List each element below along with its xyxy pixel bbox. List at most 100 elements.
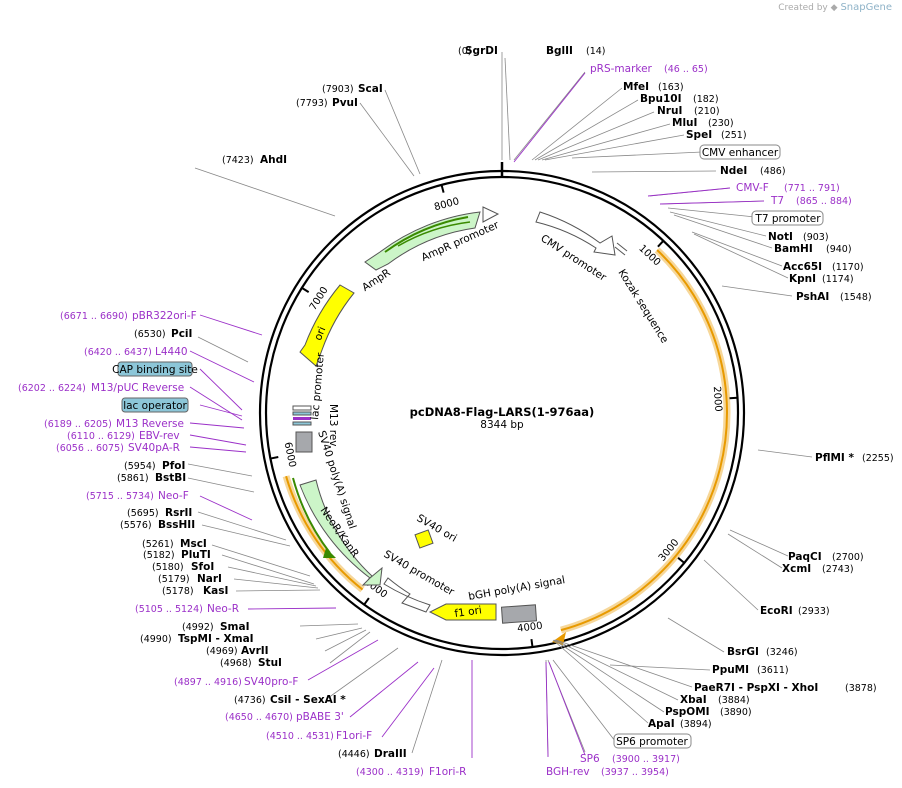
svg-text:CAP binding site: CAP binding site bbox=[112, 364, 198, 376]
tick-mark bbox=[270, 456, 279, 460]
lac-operator-mark bbox=[292, 411, 312, 416]
enz-scai: ScaI bbox=[358, 83, 383, 95]
enz-pos: (4736) bbox=[234, 695, 266, 706]
primer-sp6: SP6 bbox=[580, 753, 600, 765]
primer-pos: (865 .. 884) bbox=[796, 196, 852, 207]
boxed-cmv-enhancer: CMV enhancer bbox=[699, 144, 781, 160]
enz-pos: (6530) bbox=[134, 329, 166, 340]
tick-mark bbox=[440, 184, 445, 193]
enz-pos: (0) bbox=[458, 46, 471, 57]
sv40-polya-box bbox=[295, 431, 313, 453]
enz-pos: (3890) bbox=[720, 707, 752, 718]
enz-bsrgi: BsrGI bbox=[727, 646, 759, 658]
enz-pos: (4992) bbox=[182, 622, 214, 633]
primer-pos: (6110 .. 6129) bbox=[67, 431, 135, 442]
enz-pos: (4969) bbox=[206, 646, 238, 657]
primer-pos: (4300 .. 4319) bbox=[356, 767, 424, 778]
primer-prs-marker: pRS-marker bbox=[590, 63, 653, 75]
ampr-green-inner bbox=[397, 221, 471, 247]
enz-mlui: MluI bbox=[672, 117, 697, 129]
enz-pos: (2743) bbox=[822, 564, 854, 575]
enz-pos: (5179) bbox=[158, 574, 190, 585]
enz-pos: (7903) bbox=[322, 84, 354, 95]
snapgene-logo-icon: ◆ bbox=[830, 3, 838, 13]
primer-sv40pro-f: SV40pro-F bbox=[244, 676, 298, 688]
enz-pspomi: PspOMI bbox=[665, 706, 710, 718]
primer-labels: pRS-marker (46 .. 65) CMV-F (771 .. 791)… bbox=[18, 63, 852, 778]
tick-label: 6000 bbox=[282, 441, 298, 468]
enz-pos: (3884) bbox=[718, 695, 750, 706]
primer-pos: (6420 .. 6437) bbox=[84, 347, 152, 358]
primer-sv40pa-r: SV40pA-R bbox=[128, 442, 180, 454]
enz-acc65i: Acc65I bbox=[783, 261, 822, 273]
enz-pos: (3878) bbox=[845, 683, 877, 694]
primer-bgh-rev: BGH-rev bbox=[546, 766, 590, 778]
ori-feature bbox=[299, 284, 355, 367]
enz-xbai: XbaI bbox=[680, 694, 707, 706]
tick-mark bbox=[363, 597, 370, 606]
label-sv40-promoter: SV40 promoter bbox=[382, 548, 457, 598]
enz-kpni: KpnI bbox=[789, 273, 816, 285]
primer-pos: (5105 .. 5124) bbox=[135, 604, 203, 615]
kozak-mark bbox=[614, 246, 626, 256]
neor-feature bbox=[299, 479, 383, 586]
m13-rev-mark bbox=[293, 417, 311, 420]
primer-neo-f: Neo-F bbox=[158, 490, 189, 502]
ampr-green-line bbox=[384, 216, 469, 253]
primer-pos: (6056 .. 6075) bbox=[56, 443, 124, 454]
svg-text:SP6 promoter: SP6 promoter bbox=[616, 736, 688, 748]
enz-pos: (5261) bbox=[142, 539, 174, 550]
leader-lines bbox=[187, 52, 813, 757]
label-ori: ori bbox=[312, 325, 328, 342]
enz-pos: (940) bbox=[826, 244, 852, 255]
enz-ppumi: PpuMI bbox=[712, 664, 749, 676]
enz-xcmi: XcmI bbox=[782, 563, 811, 575]
boxed-t7-promoter: T7 promoter bbox=[751, 210, 824, 226]
enz-pos: (1170) bbox=[832, 262, 864, 273]
enz-bpu10i: Bpu10I bbox=[640, 93, 682, 105]
sv40-ori-box bbox=[414, 529, 434, 549]
primer-pos: (6202 .. 6224) bbox=[18, 383, 86, 394]
enz-avrii: AvrII bbox=[241, 645, 269, 657]
enz-pos: (3894) bbox=[680, 719, 712, 730]
snapgene-credit: Created by ◆ SnapGene bbox=[778, 2, 892, 13]
primer-pos: (3900 .. 3917) bbox=[612, 754, 680, 765]
insert-orf-b-core bbox=[285, 475, 364, 591]
enz-msci: MscI bbox=[180, 538, 207, 550]
plasmid-name: pcDNA8-Flag-LARS(1-976aa) bbox=[410, 405, 595, 419]
enz-mfei: MfeI bbox=[623, 81, 649, 93]
label-kozak: Kozak sequence bbox=[615, 267, 670, 345]
enz-pos: (14) bbox=[586, 46, 606, 57]
enz-stui: StuI bbox=[258, 657, 282, 669]
enz-pos: (7793) bbox=[296, 98, 328, 109]
f1-ori-feature bbox=[428, 603, 497, 621]
enz-paqci: PaqCI bbox=[788, 551, 822, 563]
boxed-lac-operator: lac operator bbox=[121, 397, 189, 413]
enz-pos: (5954) bbox=[124, 461, 156, 472]
credit-brand: SnapGene bbox=[840, 2, 892, 13]
tick-mark bbox=[657, 240, 665, 248]
enz-pos: (251) bbox=[721, 130, 747, 141]
enz-pos: (5695) bbox=[127, 508, 159, 519]
enz-pos: (7423) bbox=[222, 155, 254, 166]
enz-sfoi: SfoI bbox=[191, 561, 214, 573]
enz-pos: (210) bbox=[694, 106, 720, 117]
label-f1-ori: f1 ori bbox=[454, 604, 483, 620]
svg-text:T7 promoter: T7 promoter bbox=[754, 213, 821, 225]
enz-pos: (2933) bbox=[798, 606, 830, 617]
label-m13-rev: M13 rev bbox=[327, 404, 339, 447]
enz-sgrdi: SgrDI bbox=[465, 45, 498, 57]
boxed-cap-binding-site: CAP binding site bbox=[112, 361, 198, 377]
enz-pos: (5178) bbox=[162, 586, 194, 597]
enz-pos: (2700) bbox=[832, 552, 864, 563]
enz-rsrii: RsrII bbox=[165, 507, 192, 519]
primer-ebv-rev: EBV-rev bbox=[139, 430, 180, 442]
enz-csii-sexai: CsiI - SexAI * bbox=[270, 694, 346, 706]
primer-pbr322ori-f: pBR322ori-F bbox=[132, 310, 197, 322]
enz-pos: (4968) bbox=[220, 658, 252, 669]
primer-leader-lines bbox=[189, 72, 765, 758]
credit-prefix: Created by bbox=[778, 3, 828, 13]
svg-text:lac operator: lac operator bbox=[123, 400, 187, 412]
enz-bglii: BglII bbox=[546, 45, 573, 57]
enz-pos: (4990) bbox=[140, 634, 172, 645]
